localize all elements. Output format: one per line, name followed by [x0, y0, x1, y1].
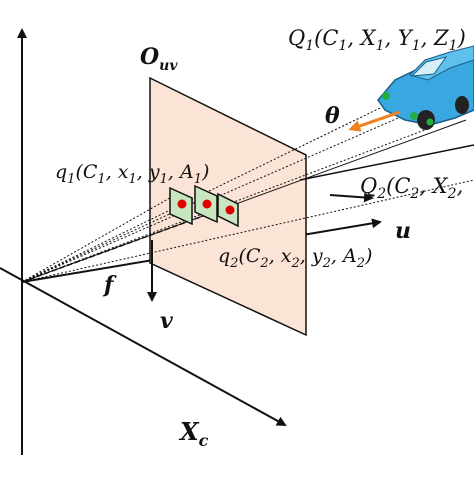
theta-label: θ: [325, 103, 340, 129]
marker-1-dot: [177, 199, 187, 209]
car: [377, 45, 474, 130]
ray-to-q2: [21, 179, 474, 283]
xc-axis-label: Xc: [178, 417, 209, 450]
q2-pointer: [329, 192, 374, 203]
marker-2-dot: [202, 199, 212, 209]
car-point-left: [382, 92, 390, 100]
camera-xc-axis: [0, 267, 287, 426]
u-axis-label: u: [395, 218, 411, 244]
marker-3-dot: [225, 205, 235, 215]
ray-to-marker-3: [21, 194, 176, 283]
horizon-line: [299, 144, 474, 181]
q2-image-label: q2(C2, x2, y2, A2): [218, 245, 372, 271]
car-point-wheel: [426, 118, 434, 126]
q2-world-label: Q2(C2, X2,: [360, 174, 463, 202]
car-point-right: [410, 112, 418, 120]
v-axis-label: v: [160, 308, 173, 334]
car-body: [377, 51, 474, 126]
car-windshield: [410, 56, 448, 77]
ray-to-car-front: [21, 119, 467, 283]
ray-to-marker-2: [21, 199, 201, 283]
origin-uv-label: Ouv: [140, 44, 178, 74]
projected-markers: [169, 184, 239, 228]
focal-length-label: f: [102, 272, 117, 298]
motion-arrow: [348, 110, 401, 132]
q1-world-label: Q1(C1, X1, Y1, Z1): [288, 26, 466, 54]
q1-image-label: q1(C1, x1, y1, A1): [55, 161, 209, 187]
car-rear-wheel: [455, 96, 469, 114]
ray-upper: [21, 127, 431, 283]
